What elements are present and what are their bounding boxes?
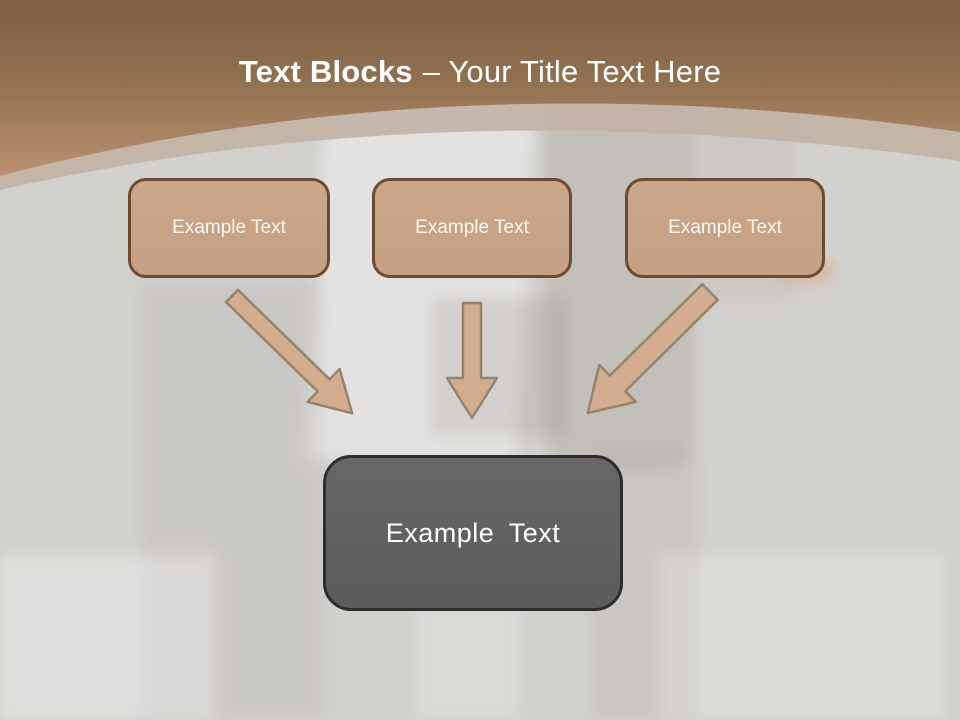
text-block-2-label: Example Text [415, 217, 529, 238]
header-curve-band [0, 103, 960, 190]
arrow-down-icon [445, 301, 499, 420]
slide-title-rest: – Your Title Text Here [422, 54, 722, 89]
text-block-1-label: Example Text [172, 217, 286, 238]
slide-title: Text Blocks – Your Title Text Here [0, 52, 960, 92]
arrow-down-right-icon [224, 288, 354, 415]
target-block-label: Example Text [385, 517, 561, 548]
text-block-1: Example Text [128, 178, 330, 278]
arrow-down-left-icon [586, 282, 719, 415]
text-block-3: Example Text [625, 178, 825, 278]
target-block: Example Text [323, 455, 623, 611]
header-brown-shape [0, 0, 960, 176]
text-block-3-label: Example Text [668, 217, 782, 238]
slide-title-emphasis: Text Blocks [238, 54, 413, 89]
header-banner [0, 0, 960, 190]
text-block-2: Example Text [372, 178, 572, 278]
